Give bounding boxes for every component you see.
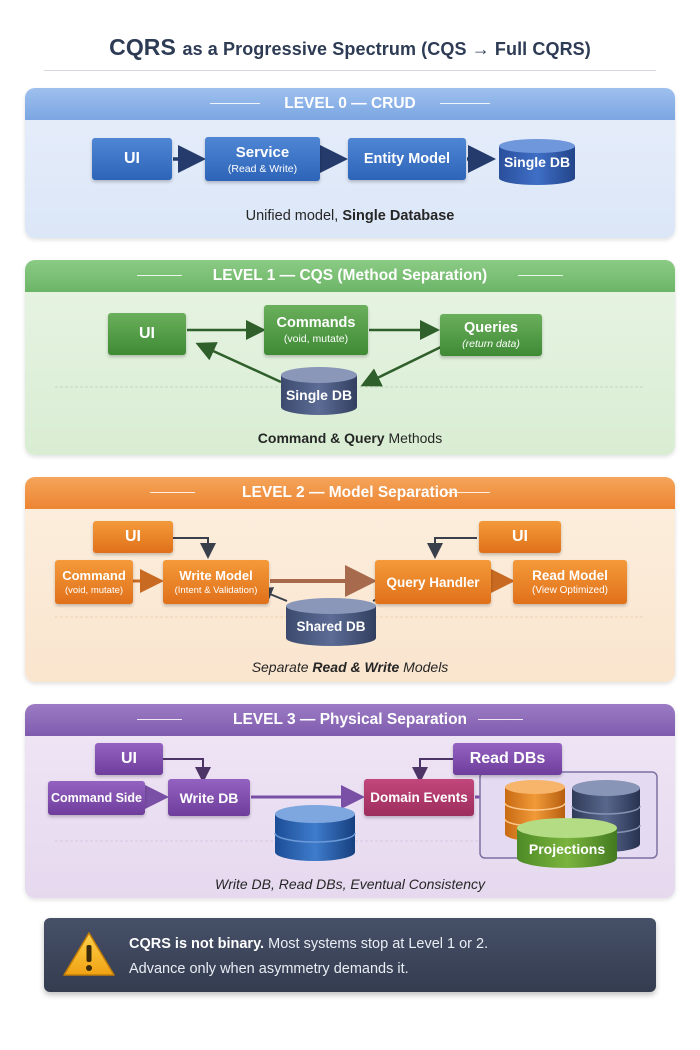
level-2-panel: LEVEL 2 — Model Separation UI UI Command… (25, 477, 675, 682)
level-3-domain-events-box: Domain Events (364, 779, 474, 816)
level-3-panel: LEVEL 3 — Physical Separation UI Read DB… (25, 704, 675, 898)
page-title-main: CQRS (109, 34, 176, 60)
level-3-caption: Write DB, Read DBs, Eventual Consistency (215, 876, 485, 892)
page-title-rest: as a Progressive Spectrum (CQS → Full CQ… (182, 39, 591, 59)
level-2-ui-left-box: UI (93, 521, 173, 553)
level-0-entity-model-box: Entity Model (348, 138, 466, 180)
level-0-single-db-icon: Single DB (497, 138, 577, 186)
page-title: CQRS as a Progressive Spectrum (CQS → Fu… (0, 34, 700, 61)
level-0-service-box: Service (Read & Write) (205, 137, 320, 181)
level-1-single-db-icon: Single DB (279, 366, 359, 416)
insight-note: CQRS is not binary. Most systems stop at… (44, 918, 656, 992)
level-0-panel: LEVEL 0 — CRUD UI Service (Read & Write)… (25, 88, 675, 238)
level-0-title: LEVEL 0 — CRUD (284, 95, 416, 112)
level-3-read-dbs-box: Read DBs (453, 743, 562, 775)
level-3-header: LEVEL 3 — Physical Separation (25, 704, 675, 736)
level-1-header: LEVEL 1 — CQS (Method Separation) (25, 260, 675, 292)
level-2-title: LEVEL 2 — Model Separation (242, 484, 458, 501)
warning-icon (63, 932, 115, 976)
level-2-read-model-box: Read Model (View Optimized) (513, 560, 627, 604)
level-1-caption: Command & Query Methods (257, 430, 443, 446)
level-1-title: LEVEL 1 — CQS (Method Separation) (212, 267, 488, 284)
level-3-write-db-box: Write DB (168, 779, 250, 816)
level-2-command-box: Command (void, mutate) (55, 560, 133, 604)
level-0-header: LEVEL 0 — CRUD (25, 88, 675, 120)
level-1-ui-box: UI (108, 313, 186, 355)
level-3-projections-icon: Projections (515, 817, 619, 869)
level-1-commands-box: Commands (void, mutate) (264, 305, 368, 355)
level-2-shared-db-icon: Shared DB (284, 597, 378, 647)
level-2-caption: Separate Read & Write Models (251, 659, 449, 675)
level-2-header: LEVEL 2 — Model Separation (25, 477, 675, 509)
level-3-write-db-cylinder-icon (273, 804, 357, 862)
level-1-panel: LEVEL 1 — CQS (Method Separation) UI Com… (25, 260, 675, 455)
note-line-1: CQRS is not binary. Most systems stop at… (129, 936, 489, 952)
level-2-ui-right-box: UI (479, 521, 561, 553)
level-3-title: LEVEL 3 — Physical Separation (232, 711, 468, 728)
note-line-2: Advance only when asymmetry demands it. (129, 961, 409, 977)
level-0-caption: Unified model, Single Database (245, 208, 455, 224)
level-2-write-model-box: Write Model (Intent & Validation) (163, 560, 269, 604)
level-3-command-side-box: Command Side (48, 781, 145, 815)
level-1-queries-box: Queries (return data) (440, 314, 542, 356)
level-3-ui-box: UI (95, 743, 163, 775)
level-0-ui-box: UI (92, 138, 172, 180)
title-divider (44, 70, 656, 71)
level-2-query-handler-box: Query Handler (375, 560, 491, 604)
